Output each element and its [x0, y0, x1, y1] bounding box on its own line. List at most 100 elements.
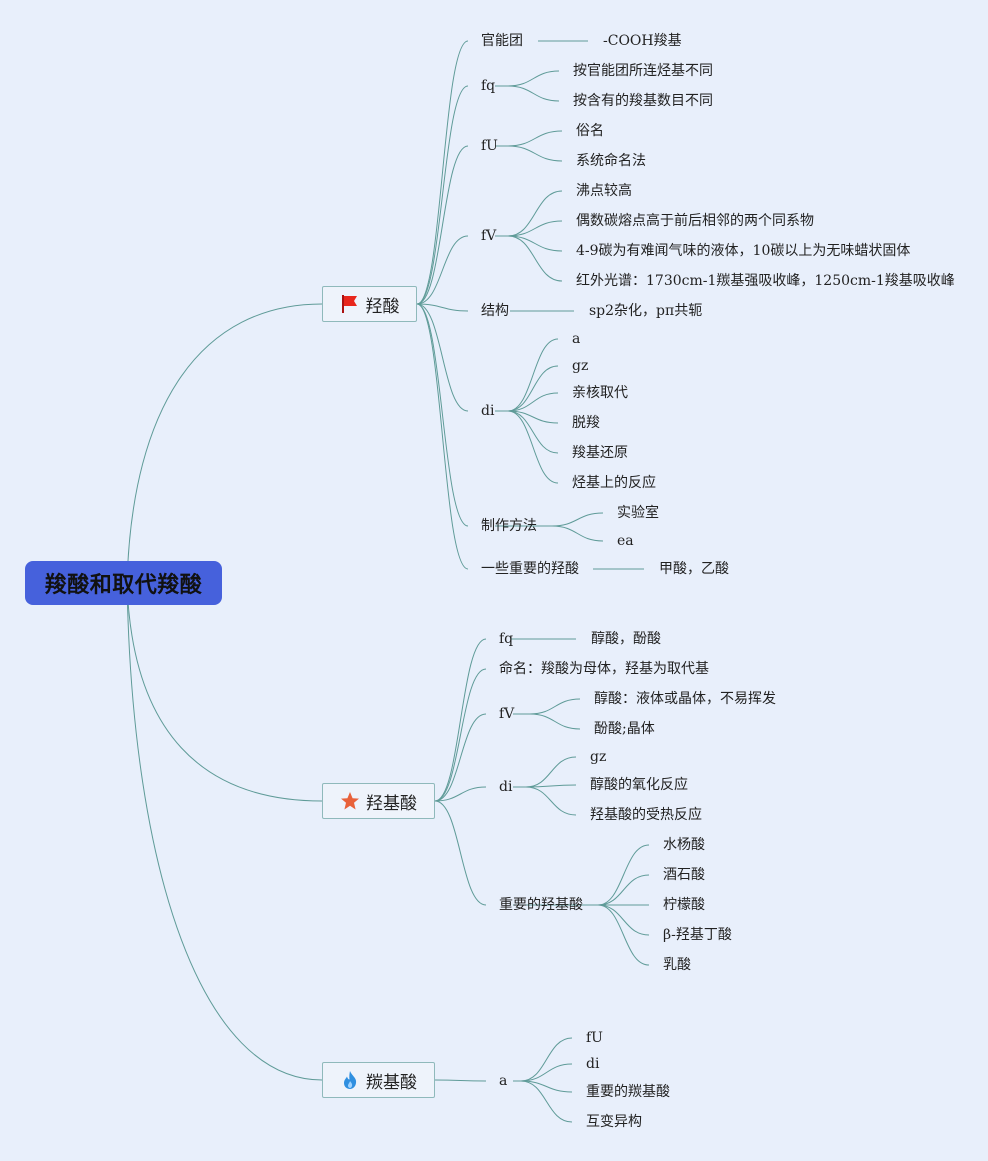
red-flag-icon: [341, 295, 357, 313]
root-topic[interactable]: 羧酸和取代羧酸: [25, 561, 222, 605]
subtopic-label[interactable]: 醇酸：液体或晶体，不易挥发: [594, 691, 776, 707]
topic-label[interactable]: di: [481, 403, 495, 419]
connector-line: [507, 130, 563, 147]
connector-line: [507, 235, 563, 282]
subtopic-label[interactable]: 脱羧: [572, 415, 600, 431]
connector-line: [416, 303, 469, 527]
subtopic-label[interactable]: di: [586, 1056, 600, 1072]
connector-line: [126, 582, 323, 1081]
subtopic-label[interactable]: -COOH羧基: [603, 33, 682, 49]
subtopic-label[interactable]: 酒石酸: [663, 867, 705, 883]
subtopic-label[interactable]: 羟基酸的受热反应: [590, 807, 702, 823]
connector-line: [507, 365, 559, 412]
connector-line: [597, 874, 650, 906]
branch-label: 羰基酸: [366, 1072, 417, 1093]
subtopic-label[interactable]: 4-9碳为有难闻气味的液体，10碳以上为无味蜡状固体: [576, 243, 911, 259]
subtopic-label[interactable]: 实验室: [617, 505, 659, 521]
connector-line: [126, 303, 323, 584]
connector-line: [597, 904, 650, 966]
subtopic-label[interactable]: 互变异构: [586, 1114, 642, 1130]
blue-flame-icon: [344, 1071, 357, 1089]
connector-line: [416, 85, 469, 305]
connector-line: [507, 85, 560, 102]
connector-line: [507, 235, 563, 252]
branch-hydroxy-acid[interactable]: 羟基酸: [322, 783, 435, 819]
topic-label[interactable]: 命名：羧酸为母体，羟基为取代基: [499, 661, 709, 677]
connector-line: [507, 190, 563, 237]
connector-line: [416, 303, 469, 312]
subtopic-label[interactable]: 亲核取代: [572, 385, 628, 401]
branch-carboxylic-acid[interactable]: 羟酸: [322, 286, 417, 322]
topic-label[interactable]: 一些重要的羟酸: [481, 561, 579, 577]
connector-line: [520, 1080, 573, 1123]
topic-label[interactable]: a: [499, 1073, 508, 1089]
topic-label[interactable]: 结构: [481, 303, 509, 319]
subtopic-label[interactable]: 柠檬酸: [663, 897, 705, 913]
connector-line: [507, 392, 559, 412]
connector-line: [520, 1063, 573, 1082]
topic-label[interactable]: fq: [481, 78, 496, 94]
topic-label[interactable]: di: [499, 779, 513, 795]
subtopic-label[interactable]: gz: [572, 358, 589, 374]
subtopic-label[interactable]: 按含有的羧基数目不同: [573, 93, 713, 109]
orange-star-icon: [341, 792, 359, 810]
connector-line: [507, 220, 563, 237]
connector-line: [434, 668, 487, 802]
subtopic-label[interactable]: 乳酸: [663, 957, 691, 973]
subtopic-label[interactable]: β-羟基丁酸: [663, 927, 732, 943]
connector-line: [507, 410, 559, 484]
subtopic-label[interactable]: 酚酸;晶体: [594, 721, 655, 737]
topic-label[interactable]: 官能团: [481, 33, 523, 49]
connector-line: [507, 145, 563, 162]
connector-line: [507, 338, 559, 412]
subtopic-label[interactable]: gz: [590, 749, 607, 765]
connector-line: [416, 235, 469, 305]
branch-carbonyl-acid[interactable]: 羰基酸: [322, 1062, 435, 1098]
connector-line: [507, 70, 560, 87]
topic-label[interactable]: fV: [481, 228, 497, 244]
subtopic-label[interactable]: 醇酸，酚酸: [591, 631, 661, 647]
connector-line: [434, 800, 487, 906]
subtopic-label[interactable]: 水杨酸: [663, 837, 705, 853]
connector-line: [416, 303, 469, 570]
connector-line: [434, 1079, 487, 1082]
connector-line: [416, 145, 469, 305]
subtopic-label[interactable]: 红外光谱：1730cm-1羰基强吸收峰，1250cm-1羧基吸收峰: [576, 273, 955, 289]
connector-line: [529, 713, 581, 730]
connector-line: [434, 786, 487, 802]
connector-line: [551, 525, 604, 542]
connector-line: [597, 904, 650, 936]
subtopic-label[interactable]: 偶数碳熔点高于前后相邻的两个同系物: [576, 213, 814, 229]
connector-line: [126, 582, 323, 802]
connector-line: [597, 844, 650, 906]
subtopic-label[interactable]: 羧基还原: [572, 445, 628, 461]
subtopic-label[interactable]: 甲酸，乙酸: [659, 561, 729, 577]
subtopic-label[interactable]: sp2杂化，pπ共轭: [589, 303, 703, 319]
topic-label[interactable]: 重要的羟基酸: [499, 897, 583, 913]
connector-line: [520, 1037, 573, 1082]
connector-line: [416, 40, 469, 305]
connector-line: [529, 698, 581, 715]
subtopic-label[interactable]: 重要的羰基酸: [586, 1084, 670, 1100]
topic-label[interactable]: 制作方法: [481, 518, 537, 534]
subtopic-label[interactable]: a: [572, 331, 581, 347]
subtopic-label[interactable]: fU: [586, 1030, 603, 1046]
connector-line: [525, 786, 577, 816]
subtopic-label[interactable]: 烃基上的反应: [572, 475, 656, 491]
connector-line: [551, 512, 604, 527]
subtopic-label[interactable]: 系统命名法: [576, 153, 646, 169]
subtopic-label[interactable]: 俗名: [576, 123, 604, 139]
subtopic-label[interactable]: 醇酸的氧化反应: [590, 777, 688, 793]
subtopic-label[interactable]: 沸点较高: [576, 183, 632, 199]
connector-line: [525, 756, 577, 788]
connector-line: [416, 303, 469, 412]
branch-label: 羟酸: [365, 296, 400, 317]
connector-line: [525, 784, 577, 788]
topic-label[interactable]: fV: [499, 706, 515, 722]
topic-label[interactable]: fU: [481, 138, 498, 154]
connector-line: [434, 638, 487, 802]
subtopic-label[interactable]: 按官能团所连烃基不同: [573, 63, 713, 79]
subtopic-label[interactable]: ea: [617, 533, 634, 549]
topic-label[interactable]: fq: [499, 631, 514, 647]
